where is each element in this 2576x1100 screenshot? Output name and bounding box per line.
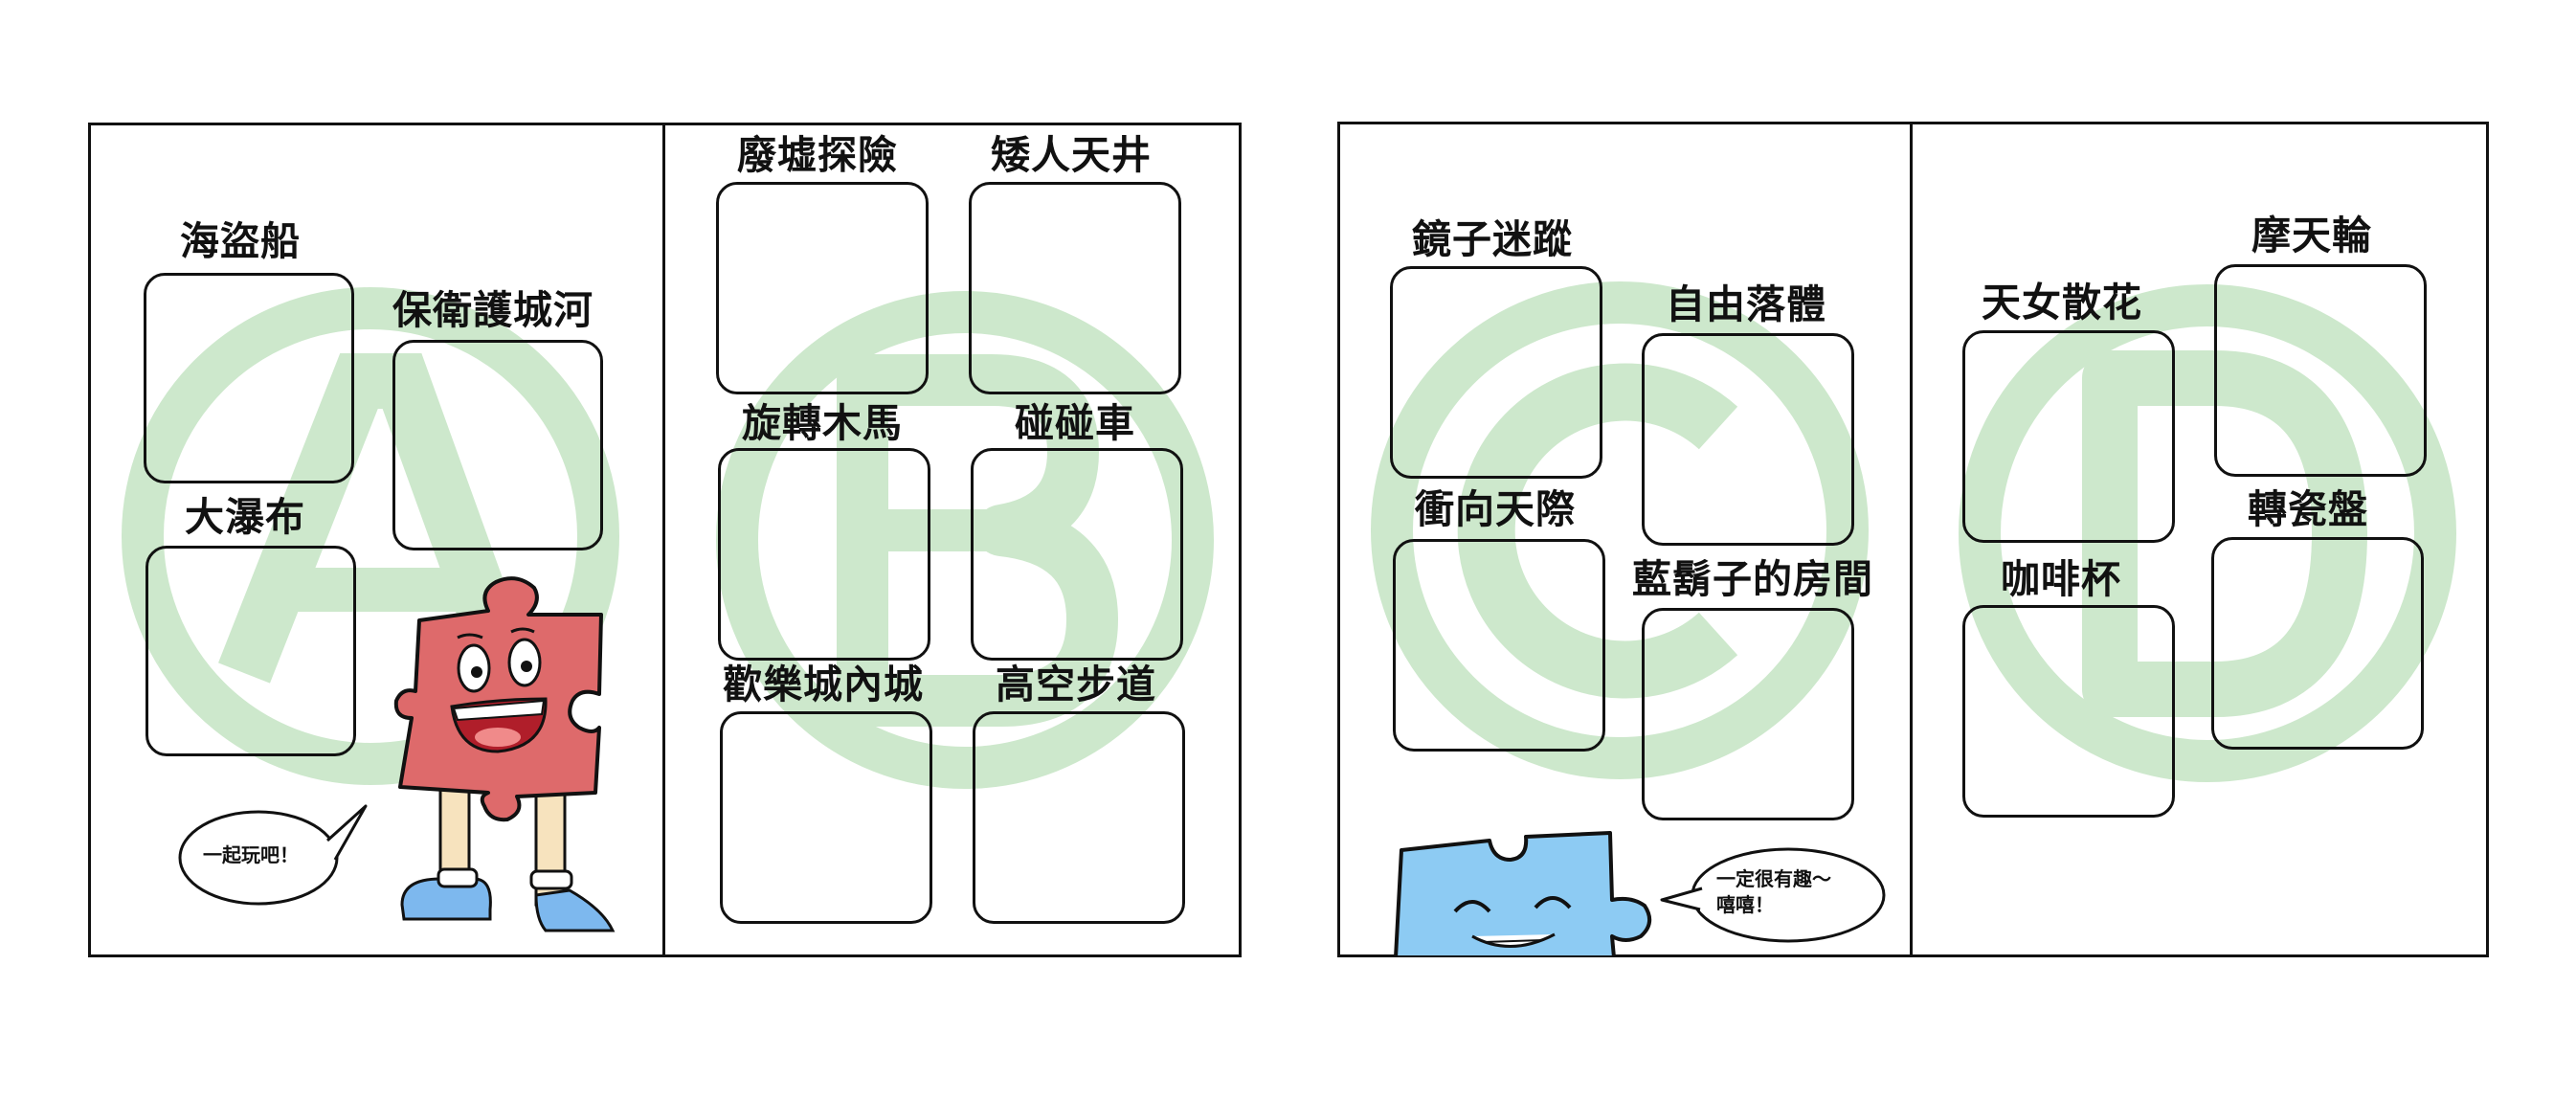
blue-puzzle-mascot-icon bbox=[1394, 831, 1652, 957]
red-puzzle-mascot-icon bbox=[393, 576, 616, 932]
ride-label-bumper-cars: 碰碰車 bbox=[1015, 400, 1135, 446]
sticker-box-sky-rush[interactable] bbox=[1393, 539, 1605, 752]
ride-label-ruins: 廢墟探險 bbox=[737, 132, 898, 178]
sticker-box-mirror-maze[interactable] bbox=[1390, 266, 1602, 479]
page-right-divider bbox=[1910, 122, 1913, 957]
speech-bubble-a-icon bbox=[178, 804, 368, 906]
ride-label-dwarf: 矮人天井 bbox=[991, 132, 1152, 178]
speech-bubble-c-icon bbox=[1660, 847, 1886, 943]
ride-label-skywalk: 高空步道 bbox=[996, 662, 1156, 707]
ride-label-mirror-maze: 鏡子迷蹤 bbox=[1412, 216, 1573, 262]
watermark-b-icon bbox=[716, 291, 1214, 789]
ride-label-bluebeard-room: 藍鬍子的房間 bbox=[1632, 556, 1873, 602]
sticker-box-dwarf[interactable] bbox=[969, 182, 1181, 394]
sticker-box-carousel[interactable] bbox=[718, 448, 930, 661]
ride-label-ferris-wheel: 摩天輪 bbox=[2251, 213, 2372, 258]
ride-label-fairy-flowers: 天女散花 bbox=[1982, 280, 2142, 326]
sticker-box-bumper-cars[interactable] bbox=[971, 448, 1183, 661]
sticker-box-moat[interactable] bbox=[392, 340, 603, 550]
speech-bubble-c-line1: 一定很有趣～ bbox=[1716, 867, 1831, 890]
ride-label-carousel: 旋轉木馬 bbox=[742, 400, 903, 446]
ride-label-spinning-plate: 轉瓷盤 bbox=[2248, 486, 2368, 532]
sticker-box-skywalk[interactable] bbox=[973, 711, 1185, 924]
ride-label-waterfall: 大瀑布 bbox=[185, 494, 305, 540]
ride-label-free-fall: 自由落體 bbox=[1666, 281, 1826, 327]
speech-bubble-a-text: 一起玩吧！ bbox=[203, 843, 299, 866]
sticker-box-pirate-ship[interactable] bbox=[144, 273, 354, 483]
page-right-frame bbox=[1337, 122, 2489, 957]
sticker-box-ferris-wheel[interactable] bbox=[2214, 264, 2427, 477]
sticker-box-spinning-plate[interactable] bbox=[2211, 537, 2424, 750]
ride-label-inner-city: 歡樂城內城 bbox=[723, 662, 924, 707]
sticker-box-free-fall[interactable] bbox=[1642, 333, 1854, 546]
ride-label-moat: 保衛護城河 bbox=[392, 287, 594, 333]
speech-bubble-c-line2: 嘻嘻！ bbox=[1716, 893, 1774, 916]
sticker-box-waterfall[interactable] bbox=[146, 546, 356, 756]
page-left-divider bbox=[662, 123, 665, 957]
sticker-box-bluebeard-room[interactable] bbox=[1642, 608, 1854, 820]
sticker-box-inner-city[interactable] bbox=[720, 711, 932, 924]
ride-label-coffee-cups: 咖啡杯 bbox=[2001, 556, 2121, 602]
sticker-box-coffee-cups[interactable] bbox=[1962, 605, 2175, 818]
ride-label-pirate-ship: 海盜船 bbox=[180, 218, 301, 264]
ride-label-sky-rush: 衝向天際 bbox=[1415, 486, 1576, 532]
sticker-box-ruins[interactable] bbox=[716, 182, 929, 394]
sticker-box-fairy-flowers[interactable] bbox=[1962, 330, 2175, 543]
